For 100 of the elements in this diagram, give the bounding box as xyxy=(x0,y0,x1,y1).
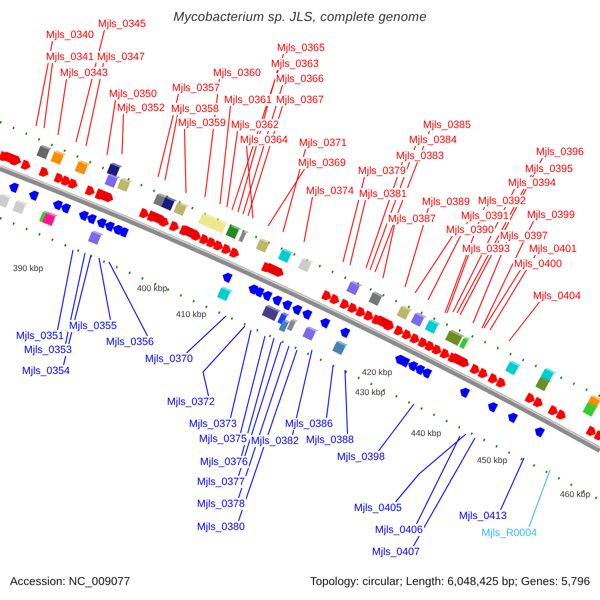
title: Mycobacterium sp. JLS, complete genome xyxy=(173,9,427,24)
gene-label: Mjls_0400 xyxy=(513,258,563,270)
leader-line xyxy=(382,224,395,278)
leader-line xyxy=(292,350,312,436)
leader-line xyxy=(484,270,521,328)
leader-line xyxy=(238,350,298,522)
leader-line xyxy=(65,252,86,344)
gene-label: Mjls_0405 xyxy=(353,502,403,514)
gene-label: Mjls_0369 xyxy=(297,157,347,169)
leader-line xyxy=(57,250,74,330)
scale-label: 450 kbp xyxy=(477,455,508,465)
leader-line xyxy=(350,200,366,266)
leader-line xyxy=(528,470,550,528)
gene-label: Mjls_0393 xyxy=(461,243,511,255)
gene-label: Mjls_0377 xyxy=(196,476,246,488)
leader-line xyxy=(238,342,282,476)
gene-label: Mjls_0385 xyxy=(422,119,472,131)
gene-label: Mjls_0343 xyxy=(59,67,109,79)
leader-line xyxy=(158,94,179,178)
leader-line xyxy=(500,458,524,510)
gene-label: Mjls_0386 xyxy=(284,418,334,430)
gene-label: Mjls_0356 xyxy=(105,336,155,348)
leader-line xyxy=(508,302,540,342)
gene-label: Mjls_0366 xyxy=(275,73,325,85)
leader-line xyxy=(36,40,53,126)
gene-label: Mjls_0384 xyxy=(408,134,458,146)
gene-label: Mjls_0352 xyxy=(116,102,166,114)
leader-line xyxy=(44,62,53,128)
gene-label: Mjls_0358 xyxy=(170,103,220,115)
gene-label: Mjls_0387 xyxy=(387,213,437,225)
gene-label: Mjls_0355 xyxy=(68,320,118,332)
leader-line xyxy=(344,370,348,434)
gene-label: Mjls_0395 xyxy=(524,163,574,175)
gene-label: Mjls_0373 xyxy=(188,418,238,430)
gene-label: Mjls_0351 xyxy=(15,330,65,342)
gene-label: Mjls_0360 xyxy=(212,67,262,79)
leader-line xyxy=(414,236,453,294)
leader-line xyxy=(58,78,67,136)
leader-line xyxy=(164,114,178,180)
gene-label: Mjls_0399 xyxy=(526,209,576,221)
leader-line xyxy=(378,404,414,452)
leader-line xyxy=(395,434,466,502)
gene-label: Mjls_0391 xyxy=(460,210,510,222)
leader-line xyxy=(226,130,238,208)
gene-label: Mjls_0357 xyxy=(171,82,221,94)
gene-label: Mjls_0389 xyxy=(421,196,471,208)
gene-label: Mjls_0401 xyxy=(528,243,578,255)
leader-line xyxy=(446,254,469,314)
gene-label: Mjls_0390 xyxy=(445,224,495,236)
leader-line xyxy=(304,196,313,242)
leader-line xyxy=(282,148,306,232)
leader-line xyxy=(86,62,104,146)
gene-label: Mjls_0340 xyxy=(45,29,95,41)
gene-label: Mjls_0380 xyxy=(196,521,246,533)
gene-label: Mjls_0388 xyxy=(305,434,355,446)
gene-label: Mjls_0398 xyxy=(336,451,386,463)
leader-line xyxy=(106,100,116,156)
leader-line xyxy=(108,262,148,336)
gene-label: Mjls_0341 xyxy=(45,51,95,63)
leader-line xyxy=(413,438,476,546)
leader-line xyxy=(416,436,460,524)
gene-label: Mjls_0350 xyxy=(108,88,158,100)
scale-label: 420 kbp xyxy=(362,367,392,377)
scale-label: 400 kbp xyxy=(137,283,168,293)
gene-label: Mjls_0381 xyxy=(358,188,408,200)
leader-line xyxy=(326,366,334,418)
leader-line xyxy=(230,330,252,418)
gene-label: Mjls_0376 xyxy=(199,456,249,468)
gene-label: Mjls_0413 xyxy=(458,510,508,522)
footer-note: Accession: NC_009077 xyxy=(10,575,130,589)
leader-line xyxy=(98,258,111,320)
leader-line xyxy=(202,326,246,396)
gene-label: Mjls_0404 xyxy=(532,290,582,302)
gene-label: Mjls_0359 xyxy=(177,117,227,129)
leader-line xyxy=(246,146,254,218)
gene-label: Mjls_0383 xyxy=(395,150,445,162)
gene-label: Mjls_0382 xyxy=(250,435,300,447)
footer-note: Topology: circular; Length: 6,048,425 bp; Genes: 5,796 xyxy=(310,575,590,589)
leader-line xyxy=(184,128,186,194)
gene-label: Mjls_0345 xyxy=(97,18,147,30)
gene-label: Mjls_0361 xyxy=(223,94,273,106)
gene-label: Mjls_0375 xyxy=(198,433,248,445)
gene-label: Mjls_0396 xyxy=(535,146,585,158)
gene-label: Mjls_0379 xyxy=(357,165,407,177)
scale-label: 390 kbp xyxy=(13,263,44,273)
scale-label: 440 kbp xyxy=(411,428,442,438)
scale-label: 460 kbp xyxy=(560,489,590,499)
gene-label: Mjls_0406 xyxy=(374,524,424,536)
gene-label: Mjls_0362 xyxy=(230,119,280,131)
scale-label: 410 kbp xyxy=(176,309,206,319)
leader-line xyxy=(342,176,365,262)
gene-label: Mjls_0347 xyxy=(96,51,146,63)
scale-label: 430 kbp xyxy=(355,387,386,397)
gene-label: Mjls_0371 xyxy=(298,137,348,149)
gene-label: Mjls_R0004 xyxy=(480,527,538,539)
gene-label: Mjls_0407 xyxy=(371,546,421,558)
leader-line xyxy=(241,338,274,456)
gene-label: Mjls_0397 xyxy=(499,230,549,242)
leader-line xyxy=(122,114,124,154)
gene-label: Mjls_0378 xyxy=(196,498,246,510)
